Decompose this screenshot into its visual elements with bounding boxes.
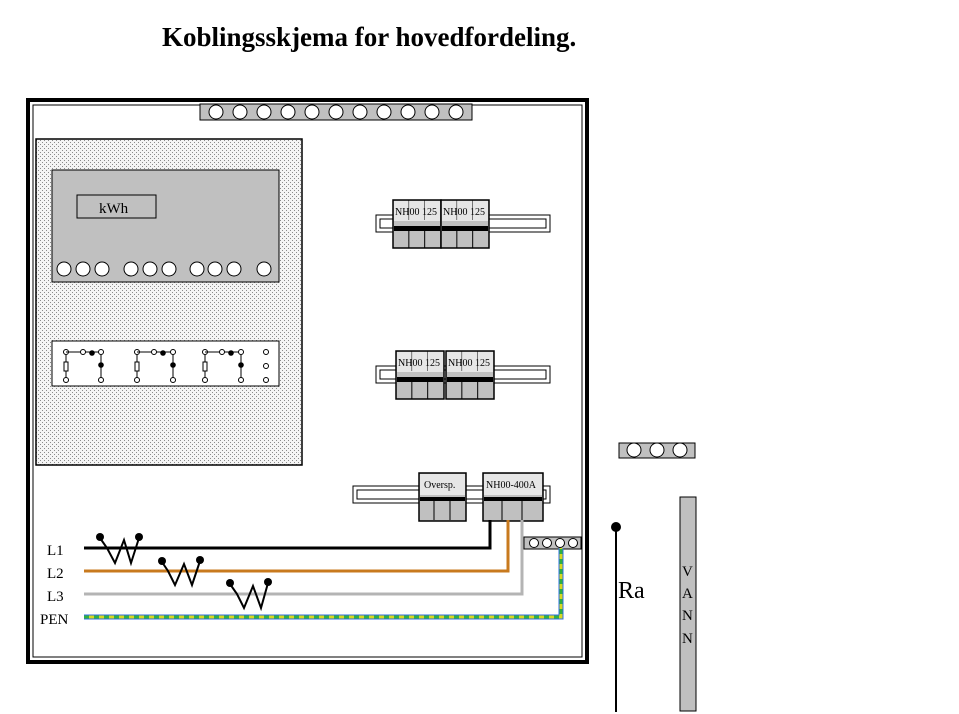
surge-protector-label: Oversp.	[424, 480, 455, 491]
terminal-hole	[448, 104, 464, 120]
main-fuse-label: NH00-400A	[486, 480, 537, 491]
terminal-fuse	[202, 361, 208, 372]
terminal-hole	[424, 104, 440, 120]
busbar-hole	[529, 538, 539, 548]
terminal-point	[202, 377, 208, 383]
l3-conductor	[84, 520, 524, 596]
test-terminal-block	[51, 340, 280, 387]
pen-conductor	[84, 548, 564, 620]
surge-protector: Oversp.	[418, 472, 467, 522]
terminal-hole	[256, 104, 272, 120]
terminal-point	[98, 362, 104, 368]
busbar-hole	[542, 538, 552, 548]
terminal-point	[170, 362, 176, 368]
meter-terminal	[207, 261, 223, 277]
upper-fuse-rail: NH00 125 NH00 125	[375, 199, 551, 249]
incoming-conductors	[84, 520, 564, 620]
meter-terminal	[226, 261, 242, 277]
line-label-pen: PEN	[40, 612, 69, 628]
terminal-point	[170, 377, 176, 383]
terminal-point	[263, 349, 269, 355]
zigzag-symbol-l1	[96, 533, 143, 567]
terminal-hole	[208, 104, 224, 120]
fuse-base: NH00 125	[445, 350, 495, 400]
terminal-point	[80, 349, 86, 355]
terminal-point	[151, 349, 157, 355]
terminal-point	[160, 350, 166, 356]
meter-terminal	[256, 261, 272, 277]
terminal-hole	[672, 442, 688, 458]
water-pipe-letter: N	[682, 631, 693, 647]
terminal-hole	[232, 104, 248, 120]
meter-terminal	[189, 261, 205, 277]
meter-terminal	[94, 261, 110, 277]
water-pipe-letter: N	[682, 608, 693, 624]
terminal-point	[263, 363, 269, 369]
diagram-title: Koblingsskjema for hovedfordeling.	[162, 22, 576, 52]
fuse-base-label: NH00 125	[448, 358, 490, 369]
kwh-meter: kWh	[51, 169, 280, 283]
meter-terminal	[75, 261, 91, 277]
zigzag-symbol-l2	[158, 556, 204, 588]
fuse-base: NH00 125	[440, 199, 490, 249]
l2-conductor	[84, 520, 510, 573]
busbar-hole	[555, 538, 565, 548]
terminal-point	[98, 349, 104, 355]
terminal-hole	[649, 442, 665, 458]
l1-conductor	[84, 520, 492, 550]
earth-electrode: Ra	[611, 522, 645, 712]
water-pipe-letter: V	[682, 564, 693, 580]
terminal-hole	[376, 104, 392, 120]
terminal-hole	[304, 104, 320, 120]
fuse-base-label: NH00 125	[395, 207, 437, 218]
meter-terminal	[161, 261, 177, 277]
meter-terminal	[123, 261, 139, 277]
meter-terminal	[56, 261, 72, 277]
fuse-base: NH00 125	[392, 199, 442, 249]
terminal-hole	[626, 442, 642, 458]
terminal-hole	[352, 104, 368, 120]
terminal-hole	[280, 104, 296, 120]
terminal-point	[238, 377, 244, 383]
top-terminal-strip	[199, 103, 473, 121]
middle-fuse-rail: NH00 125 NH00 125	[375, 350, 551, 400]
busbar-hole	[568, 538, 578, 548]
zigzag-symbol-l3	[226, 578, 272, 612]
terminal-fuse	[63, 361, 69, 372]
line-label-l2: L2	[47, 566, 64, 582]
terminal-point	[219, 349, 225, 355]
water-pipe-letter: A	[682, 586, 693, 602]
line-label-l1: L1	[47, 543, 64, 559]
meter-label: kWh	[99, 201, 129, 217]
terminal-fuse	[134, 361, 140, 372]
water-pipe: V A N N	[679, 496, 697, 712]
terminal-point	[170, 349, 176, 355]
fuse-base-label: NH00 125	[443, 207, 485, 218]
terminal-point	[63, 377, 69, 383]
fuse-base: NH00 125	[395, 350, 445, 400]
terminal-point	[228, 350, 234, 356]
line-label-l3: L3	[47, 589, 64, 605]
pen-busbar	[523, 536, 582, 550]
terminal-hole	[328, 104, 344, 120]
terminal-point	[238, 362, 244, 368]
meter-terminal	[142, 261, 158, 277]
terminal-point	[134, 377, 140, 383]
terminal-point	[98, 377, 104, 383]
fuse-base-label: NH00 125	[398, 358, 440, 369]
main-fuse: NH00-400A	[482, 472, 544, 522]
earth-terminal-strip	[618, 442, 696, 459]
terminal-hole	[400, 104, 416, 120]
earth-electrode-label: Ra	[618, 578, 645, 604]
terminal-point	[89, 350, 95, 356]
terminal-point	[238, 349, 244, 355]
terminal-point	[263, 377, 269, 383]
